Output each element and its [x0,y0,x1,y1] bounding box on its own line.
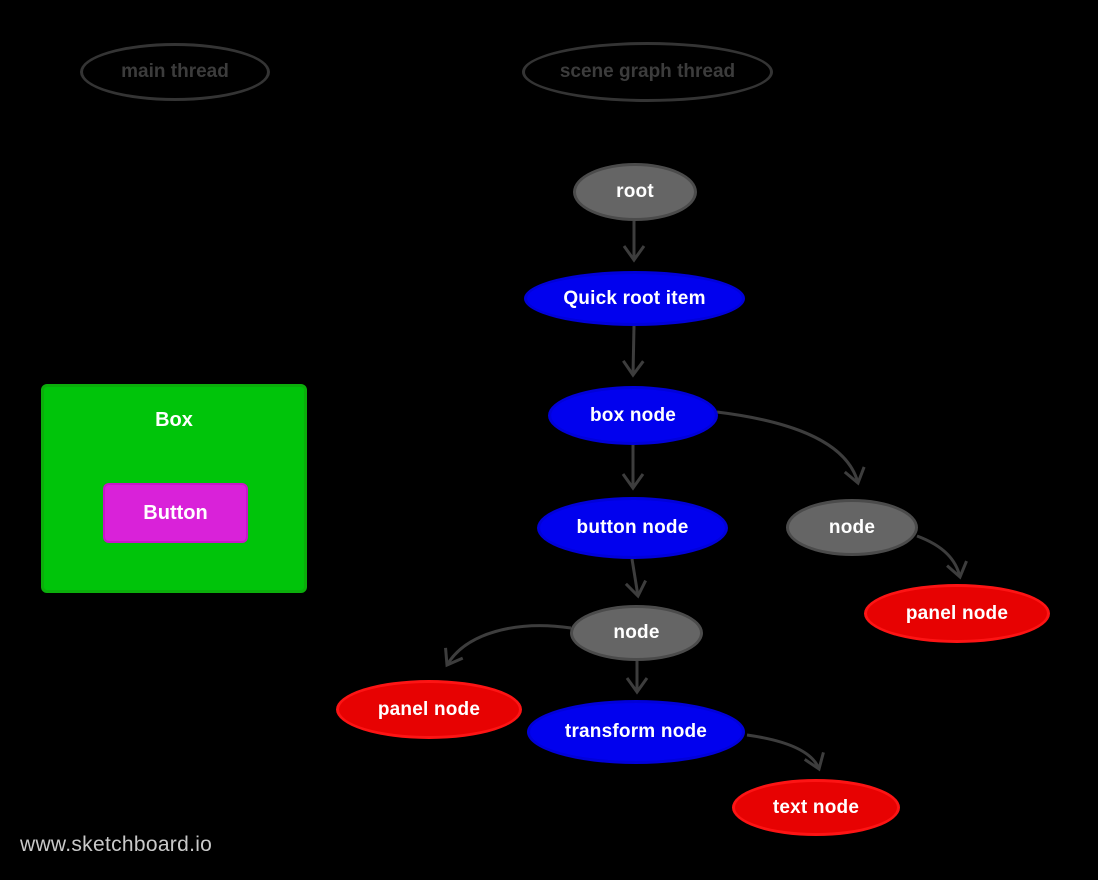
ui-preview-box-label: Box [155,409,193,431]
node-box-node[interactable]: box node [548,386,718,445]
node-panel-node-right-label: panel node [905,602,1009,624]
edge-transform-node-to-text-node [746,733,825,772]
node-panel-node-left-label: panel node [377,698,481,720]
lane-main-thread[interactable]: main thread [80,43,270,101]
edge-quick-root-item-to-box-node [622,325,645,378]
ui-preview-box[interactable]: Box Button [41,384,307,593]
edge-button-node-to-node-center [624,558,647,599]
node-button-node-label: button node [576,517,689,538]
node-box-node-label: box node [589,404,677,426]
node-quick-root-item[interactable]: Quick root item [524,271,745,326]
node-transform-node[interactable]: transform node [527,700,745,764]
node-quick-root-item-label: Quick root item [563,287,706,309]
lane-main-thread-label: main thread [121,61,229,82]
lane-scene-graph-thread[interactable]: scene graph thread [522,42,773,102]
edge-node-center-to-panel-node-left [444,624,572,668]
node-root[interactable]: root [573,163,697,221]
node-right[interactable]: node [786,499,918,556]
node-center[interactable]: node [570,605,703,661]
edge-node-right-to-panel-node-right [916,534,968,580]
ui-preview-button[interactable]: Button [103,483,248,543]
node-transform-node-label: transform node [564,721,708,742]
node-text-node[interactable]: text node [732,779,900,836]
node-text-node-label: text node [772,796,860,818]
edge-box-node-to-node-right [716,410,866,486]
lane-scene-graph-thread-label: scene graph thread [559,61,736,82]
node-panel-node-right[interactable]: panel node [864,584,1050,643]
node-root-label: root [616,181,654,202]
node-right-label: node [828,516,876,538]
sketchboard-watermark: www.sketchboard.io [20,833,213,856]
node-button-node[interactable]: button node [537,497,728,559]
node-panel-node-left[interactable]: panel node [336,680,522,739]
node-center-label: node [613,622,660,643]
